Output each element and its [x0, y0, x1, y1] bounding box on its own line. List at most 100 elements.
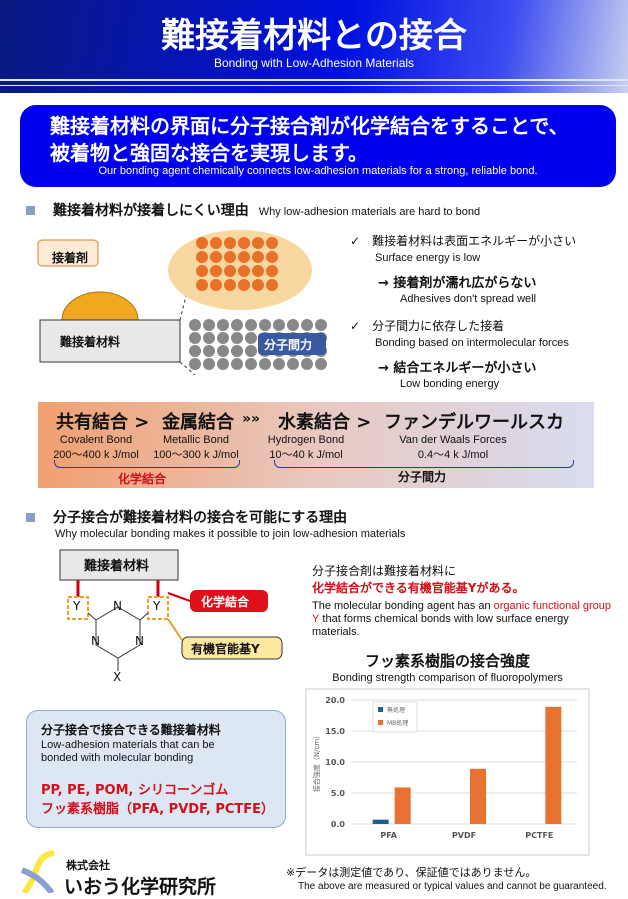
atom-grey [231, 358, 243, 370]
y-tick-label: 15.0 [325, 727, 345, 736]
adhesive-label: 接着剤 [52, 251, 89, 265]
x-tick-label: PVDF [452, 831, 476, 840]
atom-orange [252, 251, 264, 263]
chem-bond-tag: 化学結合 [201, 595, 250, 609]
section2-description: 分子接合剤は難接着材料に 化学結合ができる有機官能基Yがある。 The mole… [312, 564, 612, 638]
atom-orange [266, 265, 278, 277]
atom-orange [224, 265, 236, 277]
atom-grey [273, 319, 285, 331]
legend-label: MB処理 [387, 719, 408, 727]
legend-swatch [378, 720, 383, 725]
atom-orange [210, 251, 222, 263]
y-tick-label: 10.0 [325, 758, 345, 767]
atom-grey [189, 345, 201, 357]
banner-en: Our bonding agent chemically connects lo… [98, 165, 538, 177]
atom-orange [252, 279, 264, 291]
atom-orange [196, 251, 208, 263]
page-subtitle: Bonding with Low-Adhesion Materials [213, 56, 415, 70]
atom-orange [210, 279, 222, 291]
y-right: Y [153, 599, 161, 613]
atom-grey [301, 358, 313, 370]
atom-orange [224, 251, 236, 263]
material-label-2: 難接着材料 [84, 559, 150, 574]
y-axis-label: 接合強度（N/cm） [312, 732, 321, 792]
atom-grey [245, 319, 257, 331]
molecule-diagram [59, 549, 283, 671]
header: 難接着材料との接合 Bonding with Low-Adhesion Mate… [0, 0, 628, 93]
chart-subtitle: Bonding strength comparison of fluoropol… [332, 672, 563, 684]
atom-orange [238, 265, 250, 277]
atom-grey [287, 358, 299, 370]
low-adhesion-diagram [37, 230, 327, 376]
atom-orange [266, 251, 278, 263]
reasons-list: ✓難接着材料は表面エネルギーが小さい Surface energy is low… [350, 234, 577, 390]
disclaimer-en: The above are measured or typical values… [298, 881, 607, 892]
x-tick-label: PCTFE [525, 831, 553, 840]
bar-pfa-0 [372, 819, 389, 824]
legend-label: 無処理 [387, 706, 405, 714]
atom-orange [252, 265, 264, 277]
bond-energy-comparison: 共有結合 > 金属結合 »» 水素結合 > ファンデルワールスカ Covalen… [38, 402, 594, 488]
banner-line2: 被着物と強固な接合を実現します。 [50, 141, 368, 165]
atom-grey [203, 345, 215, 357]
atom-grey [231, 345, 243, 357]
y-tick-label: 20.0 [325, 696, 345, 705]
atom-orange [210, 265, 222, 277]
y-left: Y [73, 599, 81, 613]
company-name: いおう化学研究所 [64, 876, 217, 898]
atom-orange [196, 265, 208, 277]
section2-heading: 分子接合が難接着材料の接合を可能にする理由 [26, 507, 347, 527]
bond-strength-chart: 0.0 5.0 10.0 15.0 20.0 接合強度（N/cm） PFA PVDF PCTFE… [305, 688, 590, 856]
atom-grey [189, 358, 201, 370]
atom-grey [259, 358, 271, 370]
atom-grey [301, 319, 313, 331]
intermolecular-force-label: 分子間力 [264, 338, 313, 352]
atom-orange [196, 237, 208, 249]
y-tick-label: 0.0 [331, 820, 346, 829]
atom-grey [189, 319, 201, 331]
atom-grey [189, 332, 201, 344]
atom-grey [245, 345, 257, 357]
atom-orange [252, 237, 264, 249]
atom-orange [238, 251, 250, 263]
atom-grey [217, 345, 229, 357]
atom-grey [203, 332, 215, 344]
atom-grey [287, 319, 299, 331]
atom-grey [315, 319, 327, 331]
disclaimer-jp: ※データは測定値であり、保証値ではありません。 [286, 866, 537, 879]
n-top: N [113, 599, 122, 613]
legend-swatch [378, 707, 383, 712]
atom-grey [217, 332, 229, 344]
company-prefix: 株式会社 [66, 859, 110, 872]
functional-group-tag: 有機官能基Y [191, 642, 260, 656]
material-label: 難接着材料 [60, 335, 121, 349]
atom-orange [196, 279, 208, 291]
atom-orange [238, 237, 250, 249]
atom-orange [224, 237, 236, 249]
atom-grey [231, 319, 243, 331]
bar-pvdf-1 [470, 768, 486, 824]
atom-grey [203, 358, 215, 370]
atom-grey [217, 319, 229, 331]
y-tick-label: 5.0 [331, 789, 346, 798]
banner-line1: 難接着材料の界面に分子接合剤が化学結合をすることで、 [50, 114, 569, 138]
chart-title: フッ素系樹脂の接合強度 [364, 652, 530, 670]
atom-orange [266, 237, 278, 249]
summary-banner: 難接着材料の界面に分子接合剤が化学結合をすることで、被着物と強固な接合を実現しま… [20, 105, 616, 187]
section2-en: Why molecular bonding makes it possible … [55, 528, 406, 540]
atom-orange [266, 279, 278, 291]
atom-grey [259, 319, 271, 331]
n-left: N [91, 634, 100, 648]
x-label: X [113, 670, 122, 684]
x-tick-label: PFA [380, 831, 397, 840]
atom-grey [231, 332, 243, 344]
company-logo-icon [20, 850, 55, 893]
atom-grey [315, 358, 327, 370]
atom-grey [273, 358, 285, 370]
page-title: 難接着材料との接合 [161, 16, 467, 56]
bar-pfa-1 [394, 787, 411, 824]
bondable-materials-box: 分子接合で接合できる難接着材料 Low-adhesion materials t… [26, 710, 286, 828]
atom-orange [238, 279, 250, 291]
atom-grey [245, 358, 257, 370]
atom-grey [217, 358, 229, 370]
